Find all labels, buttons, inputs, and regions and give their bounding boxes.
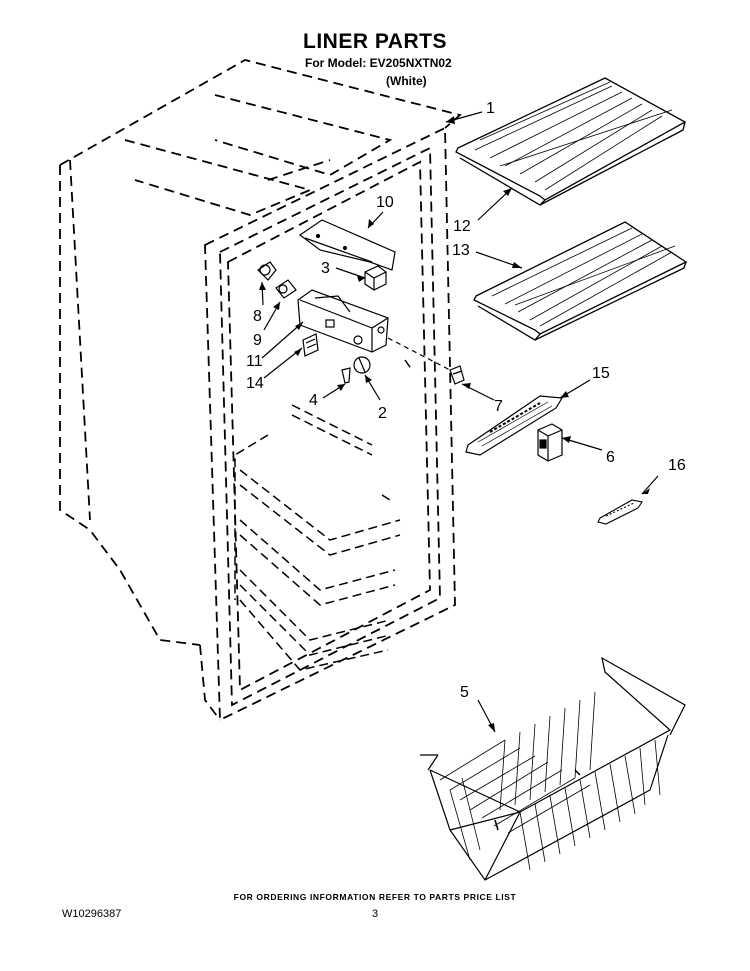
- callout-10: 10: [376, 194, 394, 211]
- callout-14: 14: [246, 375, 264, 392]
- document-number: W10296387: [62, 908, 122, 920]
- callout-2: 2: [378, 405, 387, 422]
- callout-11: 11: [246, 353, 263, 370]
- page-number: 3: [372, 908, 379, 920]
- variant-label: (White): [386, 74, 427, 88]
- shelf-lower: [473, 221, 688, 341]
- leader-arrowheads: [259, 116, 650, 732]
- callout-labels: 1 2 3 4 5 6 7 8 9 10 11 12 13 14 15 16: [246, 100, 686, 701]
- callout-8: 8: [253, 308, 262, 325]
- leader-lines: [261, 111, 659, 733]
- ordering-note: FOR ORDERING INFORMATION REFER TO PARTS …: [233, 892, 517, 902]
- callout-15: 15: [592, 365, 610, 382]
- model-line: For Model: EV205NXTN02: [305, 56, 452, 70]
- control-switch: [537, 423, 563, 462]
- callout-13: 13: [452, 242, 470, 259]
- cabinet-liner: [59, 59, 462, 722]
- liner-interior-details: [234, 359, 413, 671]
- callout-7: 7: [494, 398, 503, 415]
- wire-basket: [420, 656, 686, 881]
- callout-12: 12: [453, 218, 471, 235]
- callout-6: 6: [606, 449, 615, 466]
- callout-4: 4: [309, 392, 318, 409]
- small-grille: [597, 499, 643, 525]
- callout-5: 5: [460, 684, 469, 701]
- callout-3: 3: [321, 260, 330, 277]
- control-assembly: [257, 219, 465, 385]
- callout-9: 9: [253, 332, 262, 349]
- vent-grille: [465, 395, 564, 456]
- page-title: LINER PARTS: [303, 30, 447, 53]
- callout-1: 1: [486, 100, 495, 117]
- shelf-upper: [455, 77, 687, 206]
- callout-16: 16: [668, 457, 686, 474]
